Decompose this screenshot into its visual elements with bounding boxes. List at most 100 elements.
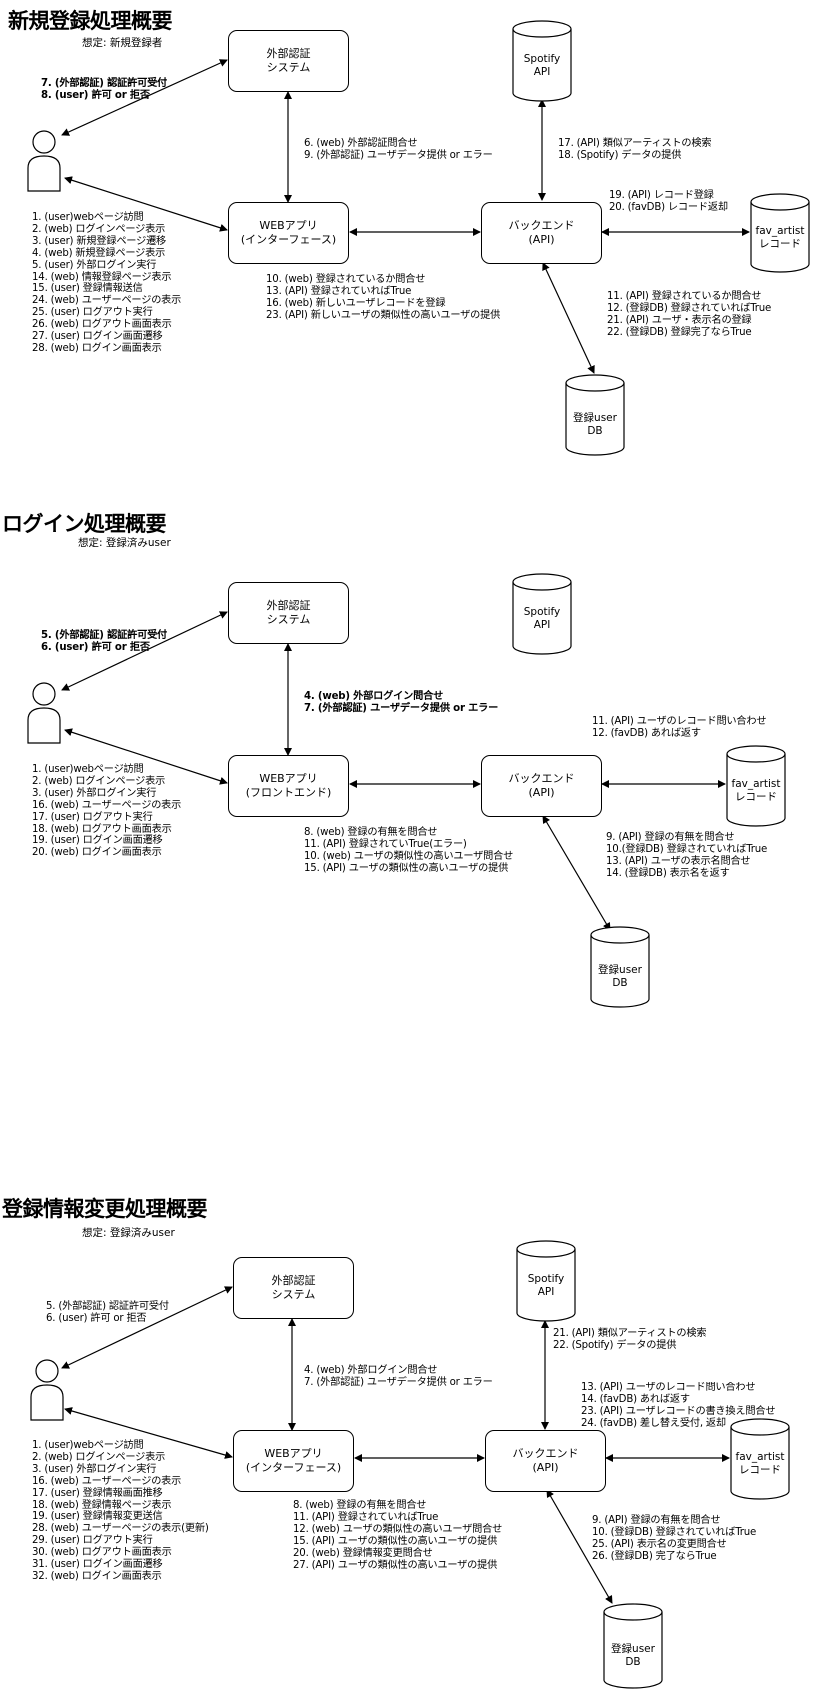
note-line: 24. (web) ユーザーページの表示 [32,295,182,307]
note-line: 13. (API) ユーザのレコード問い合わせ [581,1382,756,1393]
connector-lines [61,1286,730,1604]
note-line: 10. (登録DB) 登録されていればTrue [592,1526,757,1538]
note-line: 14. (登録DB) 表示名を返す [606,867,730,879]
note-line: 18. (Spotify) データの提供 [558,149,682,161]
section-title: 新規登録処理概要 [8,9,173,33]
note-line: 14. (favDB) あれば返す [581,1393,690,1405]
userdb-label: 登録user DB [573,412,617,437]
note-line: 26. (登録DB) 完了ならTrue [592,1550,717,1562]
note-line: 32. (web) ログイン画面表示 [32,1570,162,1582]
note-line: 11. (API) 登録されていればTrue [293,1511,439,1523]
spotify-cylinder: Spotify API [512,573,572,655]
note-line: 8. (web) 登録の有無を問合せ [293,1500,427,1511]
note-web-backend: 8. (web) 登録の有無を問合せ 11. (API) 登録されていればTru… [293,1500,502,1571]
note-line: 6. (user) 許可 or 拒否 [41,641,150,653]
arrow-backend-userdb [542,262,595,374]
note-user-auth: 7. (外部認証) 認証許可受付 8. (user) 許可 or 拒否 [41,78,167,102]
note-line: 8. (web) 登録の有無を問合せ [304,827,438,838]
note-line: 7. (外部認証) ユーザデータ提供 or エラー [304,1376,493,1388]
section-title: ログイン処理概要 [2,512,167,536]
note-line: 16. (web) ユーザーページの表示 [32,1475,182,1487]
note-line: 17. (user) 登録情報画面推移 [32,1487,163,1499]
backend-label: バックエンド (API) [508,219,575,246]
note-line: 30. (web) ログアウト画面表示 [32,1547,172,1559]
note-web-backend: 8. (web) 登録の有無を問合せ 11. (API) 登録されていTrue(… [304,827,513,875]
note-line: 3. (user) 外部ログイン実行 [32,787,157,799]
note-line: 12. (favDB) あれば返す [592,727,701,739]
note-line: 11. (API) 登録されているか問合せ [607,291,762,302]
note-user-web: 1. (user)webページ訪問 2. (web) ログインページ表示 3. … [32,764,181,859]
section-profile-update: 登録情報変更処理概要 想定: 登録済みuser 外部認証 システム WEBアプリ… [0,1185,813,1692]
note-line: 7. (外部認証) ユーザデータ提供 or エラー [304,702,499,714]
webapp-box: WEBアプリ (フロントエンド) [228,755,349,817]
note-line: 22. (登録DB) 登録完了ならTrue [607,326,752,338]
note-line: 19. (user) 登録情報変更送信 [32,1511,163,1523]
fav-artist-label: fav_artist レコード [735,1451,785,1476]
section-signup: 新規登録処理概要 想定: 新規登録者 外部認証 システム WEBアプリ (インタ… [0,0,813,470]
webapp-label: WEBアプリ (フロントエンド) [245,772,332,799]
userdb-cylinder: 登録user DB [565,374,625,456]
note-line: 7. (外部認証) 認証許可受付 [41,78,168,89]
section-title: 登録情報変更処理概要 [2,1197,208,1221]
fav-artist-cylinder: fav_artist レコード [750,193,810,273]
note-line: 6. (user) 許可 or 拒否 [46,1312,147,1324]
note-line: 17. (user) ログアウト実行 [32,811,153,823]
note-line: 25. (user) ログアウト実行 [32,307,153,319]
spotify-label: Spotify API [527,1273,565,1298]
external-auth-label: 外部認証 システム [266,47,311,74]
note-line: 11. (API) ユーザのレコード問い合わせ [592,716,767,727]
external-auth-box: 外部認証 システム [233,1257,354,1319]
webapp-box: WEBアプリ (インターフェース) [233,1430,354,1492]
fav-artist-label: fav_artist レコード [731,778,781,803]
note-line: 21. (API) 類似アーティストの検索 [553,1328,707,1339]
arrow-user-auth [61,1286,233,1369]
note-fav: 13. (API) ユーザのレコード問い合わせ 14. (favDB) あれば返… [581,1382,813,1430]
external-auth-label: 外部認証 システム [266,599,311,626]
section-subtitle: 想定: 登録済みuser [82,1227,175,1239]
note-line: 21. (API) ユーザ・表示名の登録 [607,314,752,326]
note-web-auth: 4. (web) 外部ログイン問合せ 7. (外部認証) ユーザデータ提供 or… [304,1365,493,1389]
note-line: 1. (user)webページ訪問 [32,1440,144,1451]
note-line: 10. (web) 登録されているか問合せ [266,274,426,285]
arrow-backend-userdb [542,815,611,931]
note-line: 13. (API) 登録されていればTrue [266,285,412,297]
note-line: 10.(登録DB) 登録されていればTrue [606,843,768,855]
section-login: ログイン処理概要 想定: 登録済みuser 外部認証 システム WEBアプリ (… [0,500,813,1008]
webapp-label: WEBアプリ (インターフェース) [245,1447,342,1474]
note-line: 5. (user) 外部ログイン実行 [32,259,157,271]
note-line: 19. (API) レコード登録 [609,190,714,201]
note-line: 29. (user) ログアウト実行 [32,1535,153,1547]
note-line: 9. (外部認証) ユーザデータ提供 or エラー [304,149,493,161]
external-auth-label: 外部認証 システム [271,1274,316,1301]
fav-artist-cylinder: fav_artist レコード [730,1418,790,1500]
note-line: 17. (API) 類似アーティストの検索 [558,138,712,149]
note-line: 16. (web) 新しいユーザレコードを登録 [266,297,446,309]
note-fav: 11. (API) ユーザのレコード問い合わせ 12. (favDB) あれば返… [592,716,767,740]
fav-artist-label: fav_artist レコード [755,225,805,250]
note-line: 20. (web) ログイン画面表示 [32,847,162,859]
note-line: 12. (web) ユーザの類似性の高いユーザ問合せ [293,1523,503,1535]
backend-label: バックエンド (API) [512,1447,579,1474]
note-line: 26. (web) ログアウト画面表示 [32,319,172,331]
note-line: 14. (web) 情報登録ページ表示 [32,271,172,283]
note-line: 9. (API) 登録の有無を問合せ [592,1515,721,1526]
backend-box: バックエンド (API) [481,202,602,264]
note-line: 9. (API) 登録の有無を問合せ [606,832,735,843]
backend-label: バックエンド (API) [508,772,575,799]
section-subtitle: 想定: 新規登録者 [82,37,163,49]
note-line: 15. (API) ユーザの類似性の高いユーザの提供 [293,1535,498,1547]
note-line: 2. (web) ログインページ表示 [32,223,166,235]
note-line: 5. (外部認証) 認証許可受付 [46,1301,169,1312]
note-line: 23. (API) ユーザレコードの書き換え問合せ [581,1405,776,1417]
userdb-label: 登録user DB [598,964,642,989]
note-line: 10. (web) ユーザの類似性の高いユーザ問合せ [304,850,514,862]
user-actor-icon [29,1359,65,1421]
note-line: 1. (user)webページ訪問 [32,764,144,775]
backend-box: バックエンド (API) [485,1430,606,1492]
note-line: 27. (user) ログイン画面遷移 [32,331,163,343]
spotify-label: Spotify API [523,53,561,78]
fav-artist-cylinder: fav_artist レコード [726,745,786,827]
note-line: 18. (web) 登録情報ページ表示 [32,1499,172,1511]
note-user-web: 1. (user)webページ訪問 2. (web) ログインページ表示 3. … [32,212,181,355]
userdb-cylinder: 登録user DB [603,1603,663,1689]
